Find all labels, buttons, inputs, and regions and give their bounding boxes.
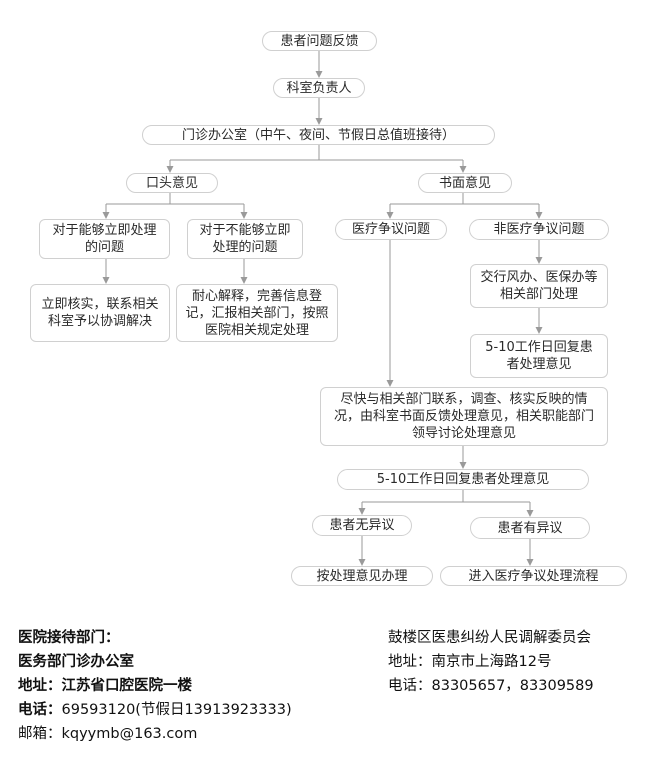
contact-phone: 电话：69593120(节假日13913923333) (18, 698, 338, 722)
committee-name: 鼓楼区医患纠纷人民调解委员会 (388, 630, 591, 646)
address-label: 地址： (388, 654, 432, 670)
address-value: 江苏省口腔医院一楼 (61, 678, 193, 694)
node-dept-head: 科室负责人 (273, 78, 365, 98)
node-non-medical-reply: 5-10工作日回复患者处理意见 (470, 334, 608, 378)
node-oral-cannot-action: 耐心解释，完善信息登记，汇报相关部门，按照医院相关规定处理 (176, 284, 338, 342)
contact-title: 医院接待部门： (18, 630, 120, 646)
email-value: kqyymb@163.com (61, 726, 198, 742)
address-label: 地址： (18, 678, 62, 694)
node-oral-opinion: 口头意见 (126, 173, 218, 193)
node-no-objection: 患者无异议 (312, 515, 412, 536)
contact-dept: 医务部门诊办公室 (18, 654, 134, 670)
address-value: 南京市上海路12号 (431, 654, 552, 670)
committee-address: 地址：南京市上海路12号 (388, 650, 648, 674)
node-outpatient-office: 门诊办公室（中午、夜间、节假日总值班接待） (142, 125, 495, 145)
node-non-medical-dispute: 非医疗争议问题 (469, 219, 609, 240)
node-non-medical-handle: 交行风办、医保办等相关部门处理 (470, 264, 608, 308)
node-oral-can-action: 立即核实，联系相关科室予以协调解决 (30, 284, 170, 342)
phone-value: 69593120(节假日13913923333) (61, 702, 292, 718)
node-reply-opinion: 5-10工作日回复患者处理意见 (337, 469, 589, 490)
hospital-contact-info: 医院接待部门： 医务部门诊办公室 地址：江苏省口腔医院一楼 电话：6959312… (18, 626, 338, 746)
node-oral-cannot-handle: 对于不能够立即处理的问题 (187, 219, 303, 259)
phone-label: 电话： (18, 702, 62, 718)
phone-value: 83305657，83309589 (431, 678, 594, 694)
contact-email: 邮箱：kqyymb@163.com (18, 722, 338, 746)
node-handle-by-opinion: 按处理意见办理 (291, 566, 433, 586)
node-patient-feedback: 患者问题反馈 (262, 31, 377, 51)
node-oral-can-handle: 对于能够立即处理的问题 (39, 219, 170, 259)
contact-address: 地址：江苏省口腔医院一楼 (18, 674, 338, 698)
node-enter-dispute-process: 进入医疗争议处理流程 (440, 566, 627, 586)
mediation-committee-info: 鼓楼区医患纠纷人民调解委员会 地址：南京市上海路12号 电话：83305657，… (388, 626, 648, 698)
node-medical-process: 尽快与相关部门联系，调查、核实反映的情况，由科室书面反馈处理意见，相关职能部门领… (320, 387, 608, 446)
flowchart-connectors (102, 51, 543, 566)
node-written-opinion: 书面意见 (418, 173, 512, 193)
email-label: 邮箱： (18, 726, 62, 742)
node-medical-dispute: 医疗争议问题 (335, 219, 447, 240)
node-objection: 患者有异议 (470, 517, 590, 539)
committee-phone: 电话：83305657，83309589 (388, 674, 648, 698)
phone-label: 电话： (388, 678, 432, 694)
